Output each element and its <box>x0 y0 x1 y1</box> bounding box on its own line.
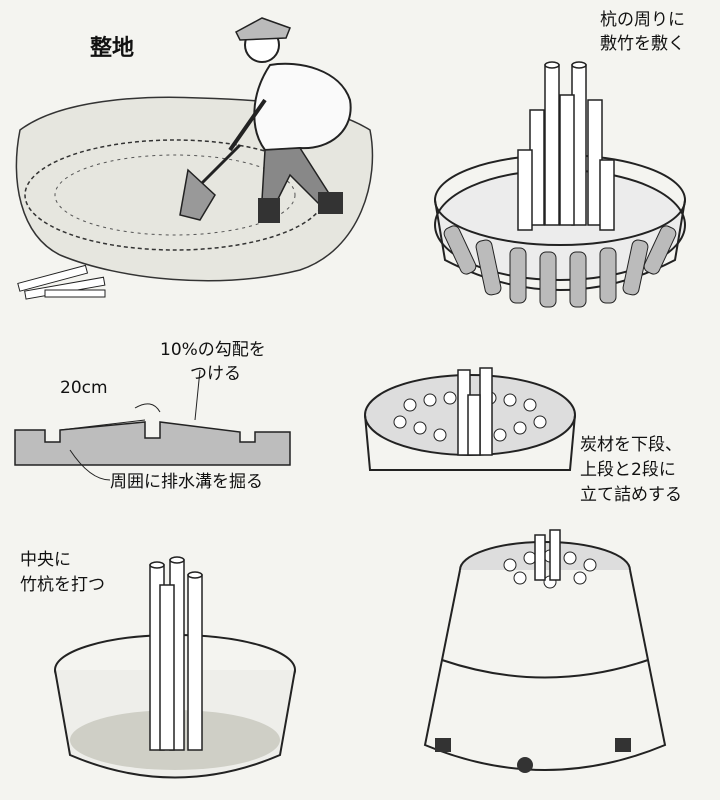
ground-leveling-label: 整地 <box>90 36 135 61</box>
panel-bamboo-around-stake: 杭の周りに 敷竹を敷く <box>400 0 720 320</box>
charcoal-packing-illustration <box>364 367 576 471</box>
finished-kiln-illustration <box>423 529 667 773</box>
center-stake-label-line1: 中央に <box>20 550 71 570</box>
slope-label-line2: つける <box>190 364 241 384</box>
panel-ground-leveling: 整地 <box>0 0 380 310</box>
charcoal-label-line2: 上段と2段に <box>580 460 676 480</box>
panel-finished-kiln <box>400 510 720 800</box>
slope-label-line1: 10%の勾配を <box>160 340 266 360</box>
center-stake-illustration <box>54 556 296 779</box>
charcoal-label-line3: 立て詰めする <box>580 485 682 505</box>
bamboo-around-label-line1: 杭の周りに <box>600 10 685 30</box>
bamboo-around-label-line2: 敷竹を敷く <box>600 34 685 54</box>
charcoal-label-line1: 炭材を下段、 <box>580 435 682 455</box>
center-stake-label-line2: 竹杭を打つ <box>20 575 105 595</box>
ditch-label: 周囲に排水溝を掘る <box>110 472 263 492</box>
panel-center-stake: 中央に 竹杭を打つ <box>0 540 320 800</box>
panel-drainage: 10%の勾配を つける 20cm 周囲に排水溝を掘る <box>0 330 320 510</box>
bamboo-around-stake-illustration <box>434 61 686 308</box>
panel-charcoal-packing: 炭材を下段、 上段と2段に 立て詰めする <box>340 350 720 550</box>
width-label: 20cm <box>60 378 108 398</box>
drainage-cross-section <box>14 369 291 481</box>
ground-leveling-illustration <box>15 17 374 300</box>
